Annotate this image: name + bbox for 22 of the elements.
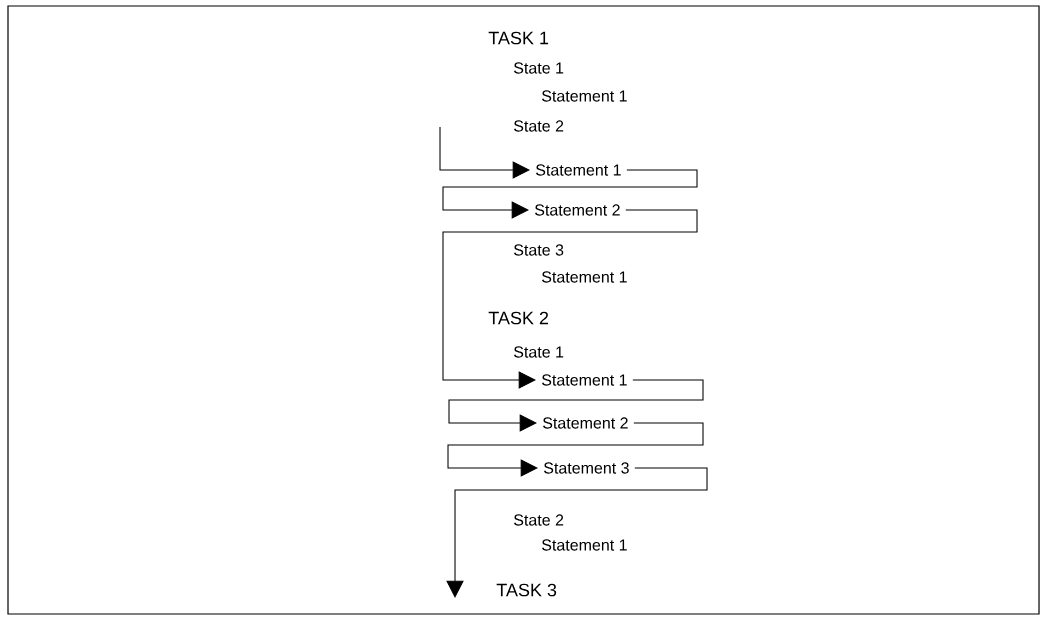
step-label: State 2 [514, 514, 564, 526]
step-label: Statement 1 [542, 539, 627, 551]
statement-text: Statement 1 [542, 374, 627, 386]
step-label: Statement 1 [542, 90, 627, 102]
statement-text: TASK 3 [496, 583, 557, 597]
step-label: State 1 [514, 346, 564, 358]
flow-arrow [442, 169, 698, 219]
statement-text: Statement 2 [543, 417, 628, 429]
step-label: State 1 [514, 62, 564, 74]
step-label: State 3 [514, 244, 564, 256]
step-label: TASK 2 [488, 311, 549, 325]
statement-text: Statement 1 [536, 164, 621, 176]
step-label: Statement 1 [542, 271, 627, 283]
flow-arrow [446, 467, 708, 598]
statement-text: Statement 2 [535, 204, 620, 216]
flow-arrow [442, 209, 698, 389]
flow-arrow [447, 422, 704, 477]
flow-arrow [448, 379, 704, 432]
statement-text: Statement 3 [544, 462, 629, 474]
step-label: TASK 1 [488, 31, 549, 45]
flow-arrow [439, 126, 530, 179]
step-label: State 2 [514, 120, 564, 132]
